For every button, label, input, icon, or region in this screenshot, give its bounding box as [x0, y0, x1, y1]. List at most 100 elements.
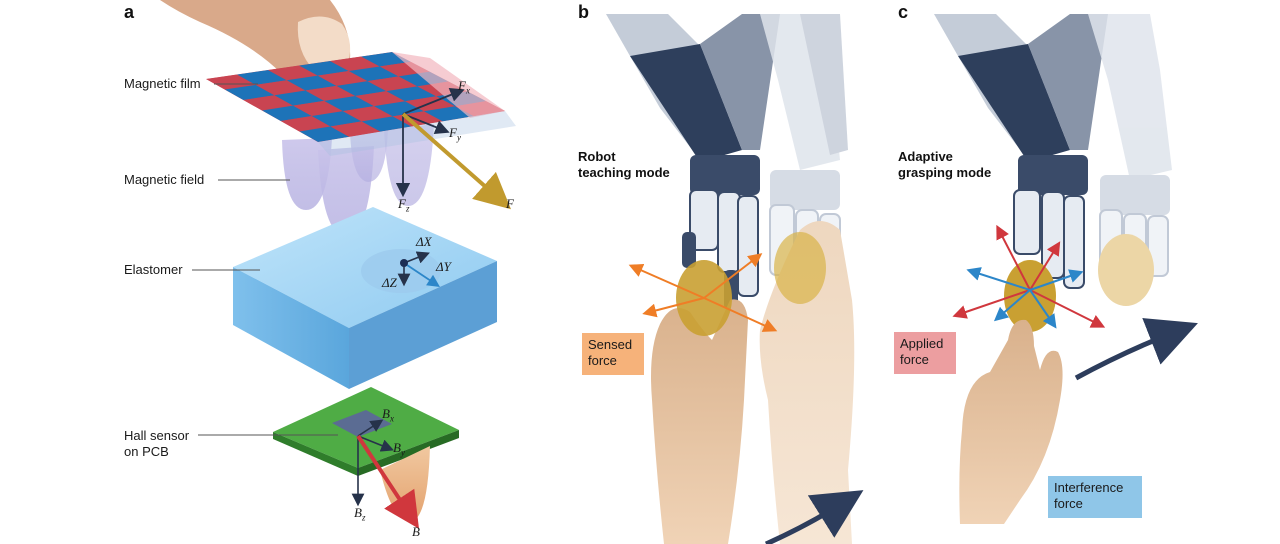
panel-a: [160, 0, 516, 529]
by-symbol: B: [393, 440, 401, 455]
dy-label: ΔY: [436, 259, 451, 274]
robot-arm-dark: [606, 14, 780, 310]
displacement-origin: [400, 259, 408, 267]
magnetic-field-label: Magnetic field: [124, 172, 205, 187]
applied-force-arrows: [952, 224, 1106, 328]
elastomer-label: Elastomer: [124, 262, 183, 277]
bz-label: Bz: [354, 505, 365, 523]
grasped-object-ghost-c: [1098, 234, 1154, 306]
interference-force-tag: Interference force: [1048, 476, 1129, 516]
applied-force-tag-line2: force: [900, 352, 929, 367]
fz-label: Fz: [398, 196, 409, 214]
checker-cell: [367, 76, 418, 92]
grasped-object-ghost: [774, 232, 826, 304]
f-arrow: [401, 112, 512, 210]
f-label: F: [506, 196, 514, 211]
checker-cell: [361, 116, 412, 132]
checker-cell: [255, 80, 306, 96]
b-arrow: [356, 434, 419, 529]
fx-subscript: x: [465, 85, 470, 96]
checker-cell: [274, 90, 325, 106]
checker-cell: [374, 101, 424, 117]
adaptive-grasping-mode-label: Adaptive grasping mode: [898, 149, 991, 181]
panel-label-c: c: [898, 2, 909, 22]
interfering-hand: [959, 319, 1063, 524]
robot-arm-ghost-c: [1088, 14, 1172, 285]
checker-cell: [299, 61, 349, 76]
panel-label-b: b: [578, 2, 589, 22]
by-label: By: [393, 440, 405, 458]
hall-sensor-label-line1: Hall sensor: [124, 428, 190, 443]
checker-cell: [317, 71, 368, 86]
robot-teaching-mode-label: Robot teaching mode: [578, 149, 670, 181]
adaptive-grasping-mode-line1: Adaptive: [898, 149, 953, 164]
checker-cell: [299, 126, 350, 142]
applied-force-tag: Applied force: [894, 332, 949, 372]
adaptive-grasping-mode-line2: grasping mode: [898, 165, 992, 180]
sensed-force-tag: Sensed force: [582, 333, 638, 373]
fx-label: Fx: [458, 78, 470, 96]
elastomer-block: [233, 207, 497, 389]
checker-cell: [355, 91, 406, 107]
checker-cell: [237, 70, 287, 85]
interference-force-arrows: [966, 267, 1084, 329]
b-label: B: [412, 524, 420, 539]
checker-cell: [268, 65, 318, 81]
checker-cell: [386, 86, 437, 102]
interference-force-tag-line2: force: [1054, 496, 1083, 511]
checker-cell: [311, 111, 362, 127]
bz-symbol: B: [354, 505, 362, 520]
checker-cell: [243, 95, 294, 111]
hall-sensor-label: Hall sensor on PCB: [124, 428, 189, 460]
checker-cell: [330, 121, 381, 137]
motion-arrow-c: [1074, 318, 1198, 381]
checker-cell: [206, 74, 256, 90]
dy-arrow: [403, 262, 440, 287]
fz-symbol: F: [398, 196, 406, 211]
panel-c: [894, 14, 1198, 524]
checker-cell: [286, 75, 337, 91]
checker-cell: [262, 105, 312, 121]
fy-label: Fy: [449, 125, 461, 143]
sensed-force-tag-line2: force: [588, 353, 617, 368]
bx-subscript: x: [389, 413, 394, 424]
motion-arrow-b: [764, 490, 864, 544]
robot-teaching-mode-line2: teaching mode: [578, 165, 670, 180]
human-hand: [651, 221, 855, 544]
bx-symbol: B: [382, 406, 390, 421]
checker-cell: [224, 84, 275, 100]
checker-cell: [324, 96, 374, 112]
film-force-axes: [395, 87, 512, 210]
panel-label-a: a: [124, 2, 135, 22]
by-subscript: y: [400, 447, 405, 458]
checker-cell: [280, 116, 331, 132]
pcb-board: [273, 387, 459, 529]
checker-cell: [293, 100, 343, 117]
dz-label: ΔZ: [382, 275, 397, 290]
applied-force-tag-bg: [894, 332, 956, 374]
sensed-force-tag-line1: Sensed: [588, 337, 633, 352]
bx-arrow: [357, 419, 384, 437]
hall-sensor-label-line2: on PCB: [124, 444, 169, 459]
panel-b: [582, 14, 864, 544]
robot-teaching-mode-line1: Robot: [578, 149, 616, 164]
magnetic-film-label: Magnetic film: [124, 76, 201, 91]
by-arrow: [357, 435, 394, 452]
checker-cell: [305, 85, 356, 101]
checker-cell: [342, 106, 393, 122]
leader-lines: [192, 83, 338, 436]
checker-cell: [330, 56, 380, 72]
fy-subscript: y: [456, 132, 461, 143]
fx-arrow: [402, 87, 465, 115]
checker-cell: [336, 81, 387, 96]
interference-force-tag-bg: [1048, 476, 1142, 518]
bz-subscript: z: [361, 512, 366, 523]
deformation-region: [361, 249, 441, 293]
fy-arrow: [402, 113, 450, 135]
dx-label: ΔX: [416, 234, 432, 249]
fz-subscript: z: [405, 203, 410, 214]
checker-cell: [348, 66, 399, 82]
sensed-force-arrows: [628, 253, 778, 332]
bx-label: Bx: [382, 406, 394, 424]
